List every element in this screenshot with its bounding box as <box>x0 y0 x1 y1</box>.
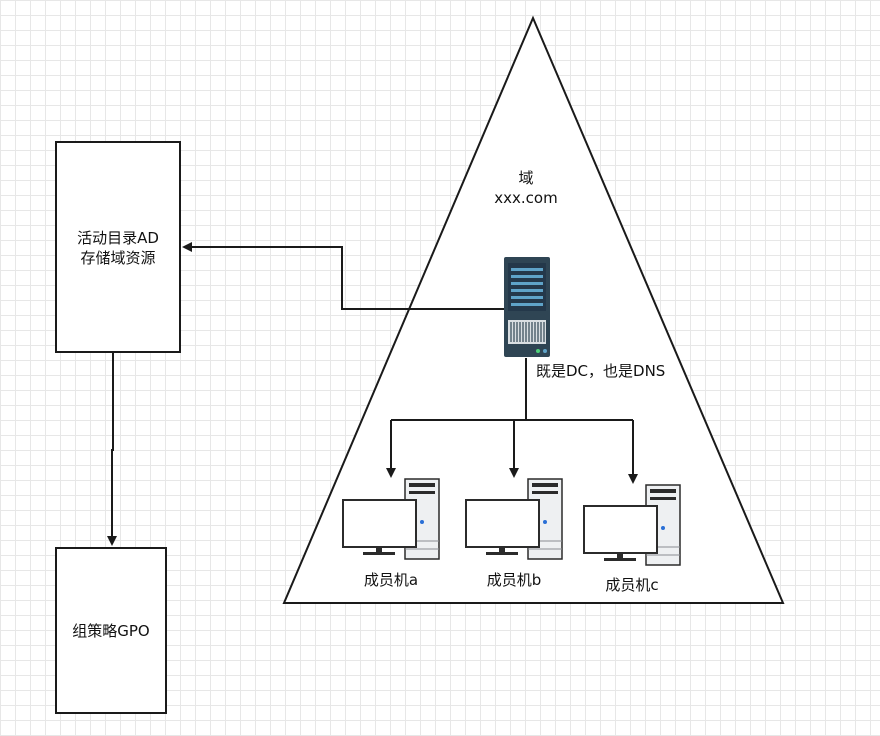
domain-label: 域 xxx.com <box>466 168 586 208</box>
computer-icon-c <box>583 484 681 566</box>
computer-icon-b <box>465 478 563 560</box>
gpo-box <box>55 547 167 714</box>
domain-name: xxx.com <box>494 189 558 207</box>
domain-title: 域 <box>518 169 534 187</box>
member-label-c: 成员机c <box>605 576 659 594</box>
gpo-box-label: 组策略GPO <box>72 622 150 640</box>
member-label-b: 成员机b <box>486 571 542 589</box>
ad-box-line1: 活动目录AD <box>77 229 159 247</box>
computer-icon-a <box>342 478 440 560</box>
ad-box-line2: 存储域资源 <box>80 249 156 267</box>
ad-to-gpo-arrow <box>107 352 117 546</box>
server-caption: 既是DC，也是DNS <box>536 362 666 380</box>
server-to-ad-arrow <box>182 242 506 310</box>
member-label-a: 成员机a <box>363 571 419 589</box>
ad-box-label: 活动目录AD 存储域资源 <box>56 228 180 268</box>
ad-box <box>55 141 181 353</box>
server-icon <box>504 257 550 357</box>
